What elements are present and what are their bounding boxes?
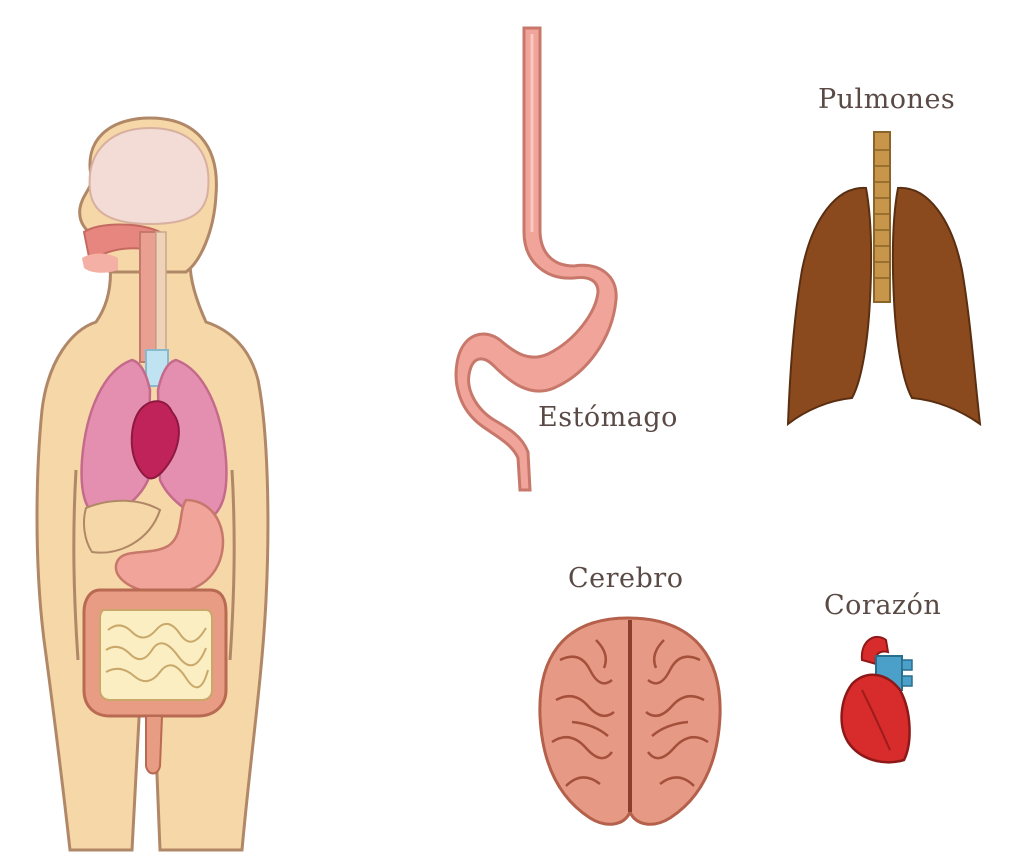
label-stomach: Estómago [538,402,678,433]
label-heart: Corazón [824,590,941,621]
trachea [874,132,890,302]
figure-brain [90,128,209,224]
brain-illustration [540,618,720,824]
heart-illustration [842,637,912,762]
lung-left [788,188,871,424]
human-body-figure [37,118,268,850]
lung-right [893,188,980,424]
lungs-illustration [788,132,980,424]
label-lungs: Pulmones [818,84,955,115]
label-brain: Cerebro [568,563,683,594]
